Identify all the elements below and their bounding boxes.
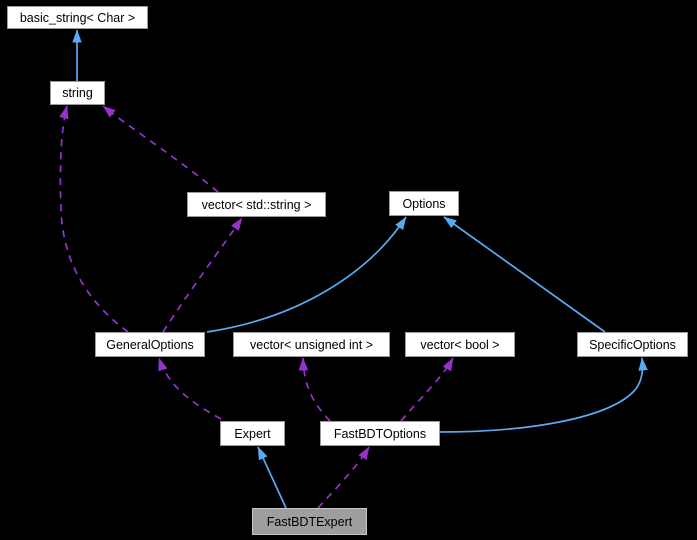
node-vector_std_string[interactable]: vector< std::string > <box>187 192 326 217</box>
usage-edge-expert-to-general_options <box>158 357 222 420</box>
usage-edge-general_options-to-string <box>59 105 129 333</box>
usage-edge-fastbdt_options-to-vector_bool <box>400 357 454 422</box>
usage-edge-fastbdt_options-to-vector_unsigned_int <box>298 357 331 422</box>
node-vector_bool[interactable]: vector< bool > <box>405 332 515 357</box>
edges-group <box>59 29 648 509</box>
inheritance-edge-fastbdt_expert-to-expert <box>257 446 287 509</box>
usage-edge-vector_std_string-to-string <box>102 105 219 193</box>
node-expert[interactable]: Expert <box>220 421 285 446</box>
inheritance-edge-fastbdt_options-to-specific_options <box>439 357 648 433</box>
node-specific_options[interactable]: SpecificOptions <box>577 332 688 357</box>
usage-edge-general_options-to-vector_std_string <box>162 217 243 333</box>
inheritance-edge-specific_options-to-options <box>443 216 606 333</box>
node-fastbdt_options[interactable]: FastBDTOptions <box>320 421 440 446</box>
node-general_options[interactable]: GeneralOptions <box>95 332 205 357</box>
node-basic_string[interactable]: basic_string< Char > <box>7 6 148 29</box>
usage-edge-fastbdt_expert-to-fastbdt_options <box>317 446 370 509</box>
inheritance-edge-general_options-to-options <box>206 216 407 333</box>
node-vector_unsigned_int[interactable]: vector< unsigned int > <box>233 332 390 357</box>
node-fastbdt_expert[interactable]: FastBDTExpert <box>252 508 367 535</box>
node-options[interactable]: Options <box>389 191 459 216</box>
node-string[interactable]: string <box>50 81 105 105</box>
